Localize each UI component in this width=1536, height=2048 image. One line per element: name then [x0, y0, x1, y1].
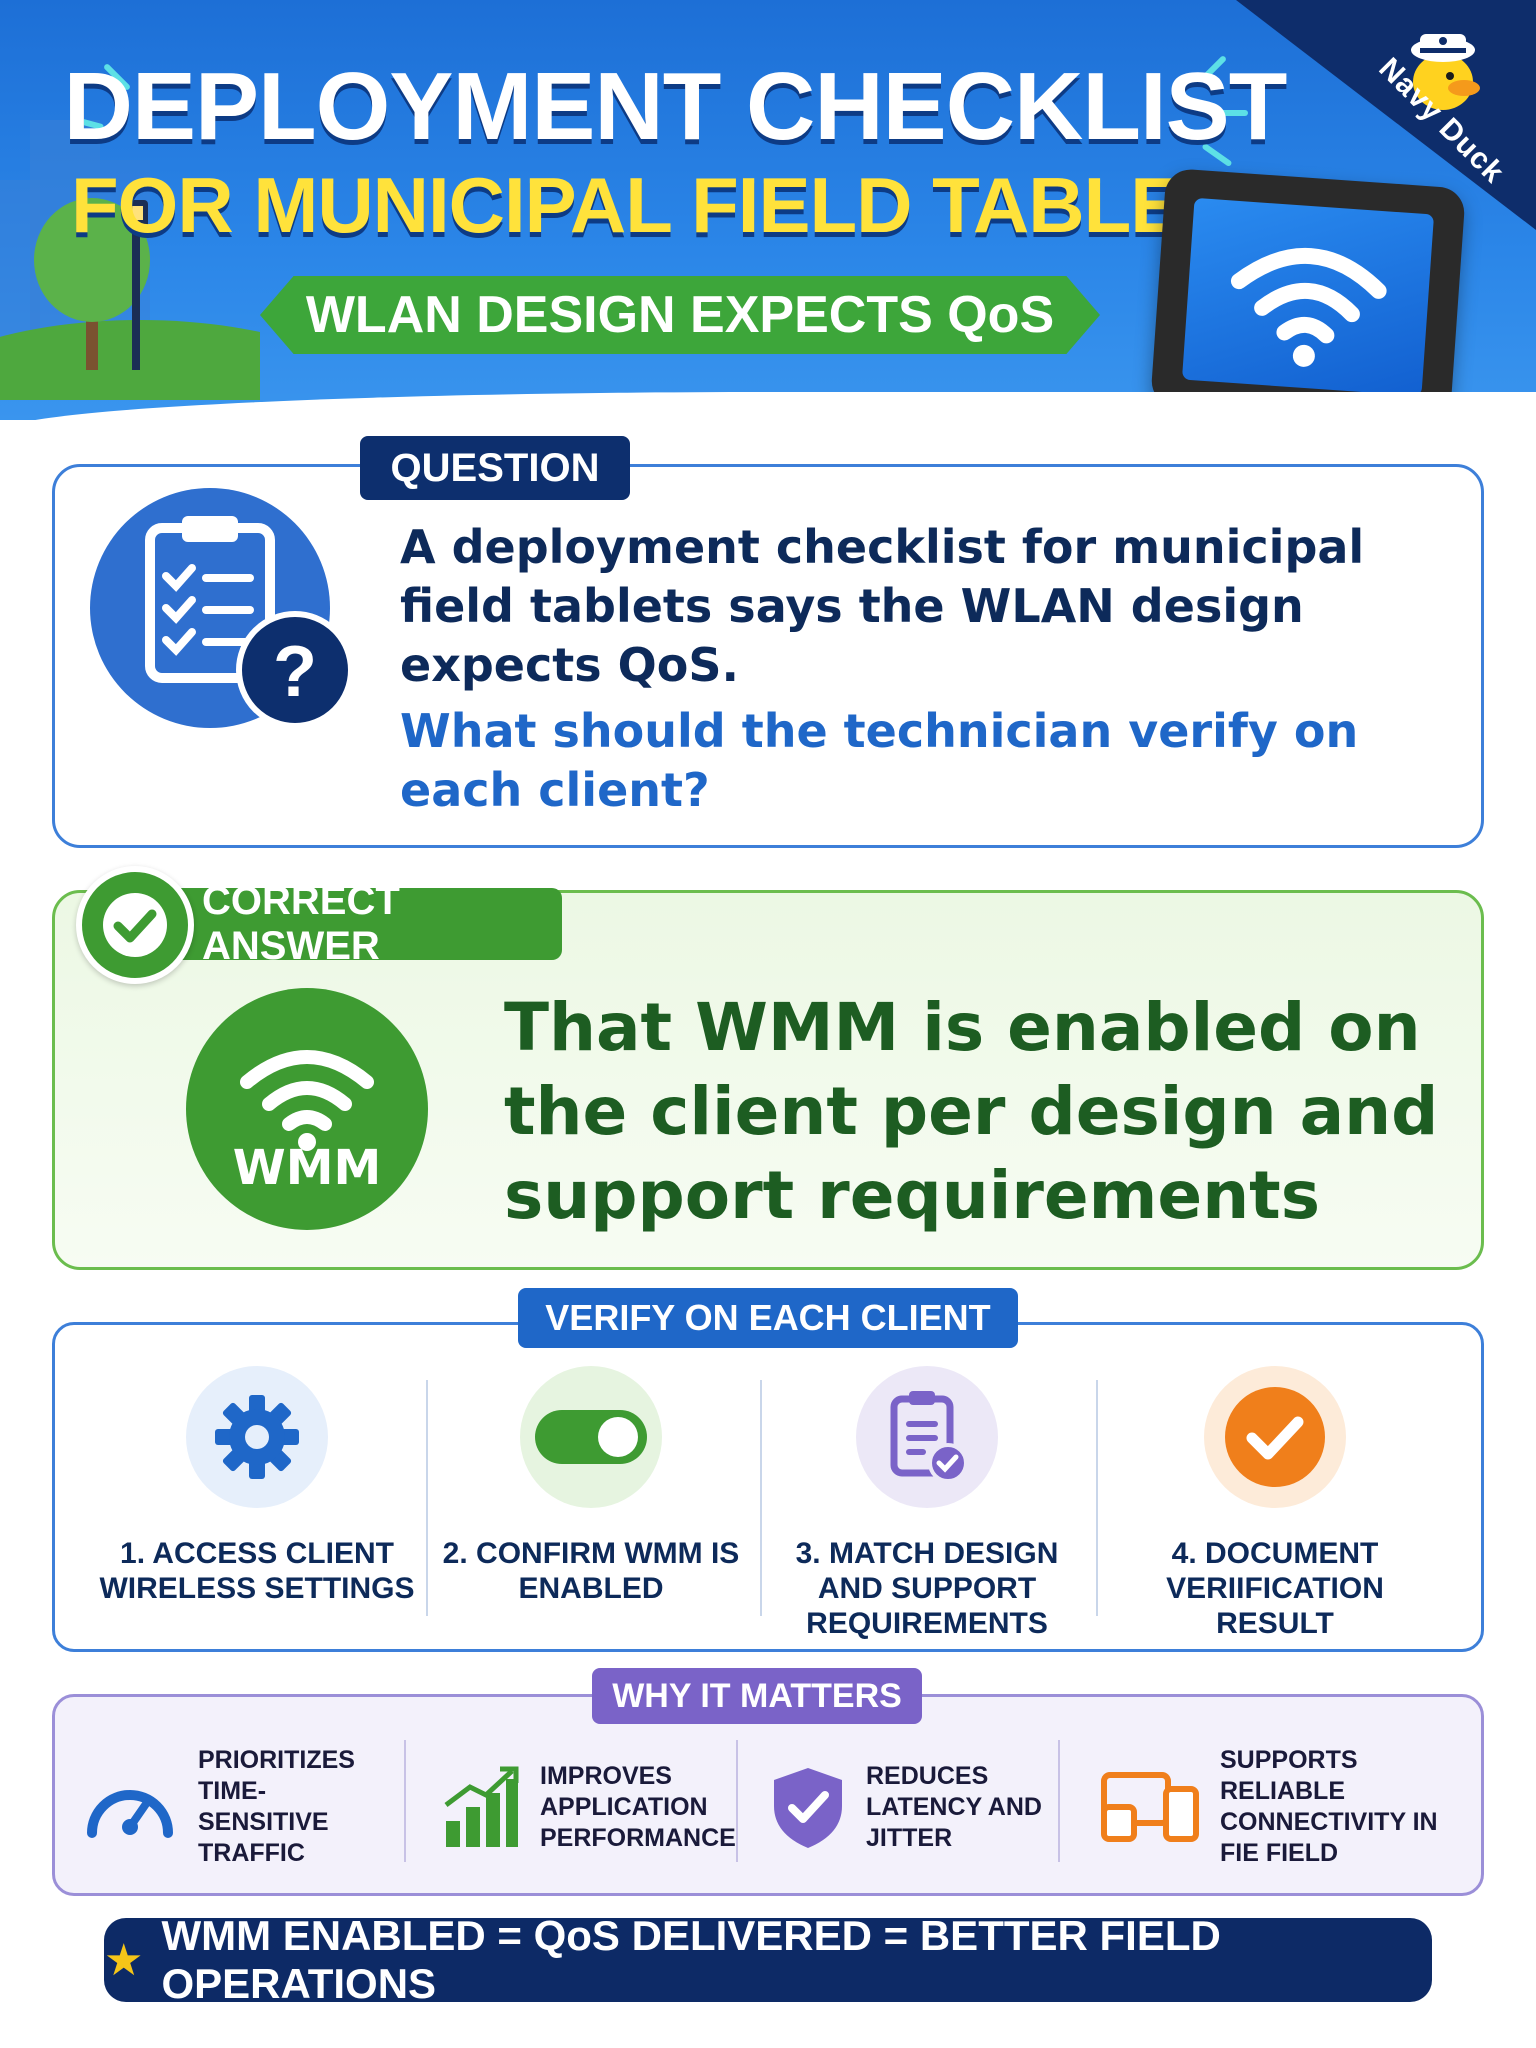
answer-text: That WMM is enabled on the client per de…	[504, 989, 1439, 1234]
divider	[426, 1380, 428, 1616]
page-title: DEPLOYMENT CHECKLIST	[63, 53, 1288, 160]
verify-step-label: 4. DOCUMENT VERIIFICATION RESULT	[1166, 1537, 1384, 1640]
why-card	[52, 1694, 1484, 1896]
bar-chart-icon	[444, 1766, 519, 1847]
wifi-icon	[240, 1050, 374, 1151]
divider	[736, 1740, 738, 1862]
verify-step-label: 3. MATCH DESIGN AND SUPPORT REQUIREMENTS	[795, 1537, 1059, 1640]
why-tag: WHY IT MATTERS	[592, 1668, 922, 1724]
devices-icon	[1101, 1772, 1199, 1842]
check-icon	[76, 866, 194, 984]
shield-check-icon	[774, 1768, 842, 1848]
clipboard-question-icon: ?	[90, 488, 354, 729]
check-circle-icon	[1204, 1366, 1346, 1508]
verify-step: 4. DOCUMENT VERIIFICATION RESULT	[1110, 1366, 1440, 1641]
clipboard-check-icon	[856, 1366, 998, 1508]
star-icon: ★	[104, 1934, 144, 1986]
verify-step-label: 1. ACCESS CLIENT WIRELESS SETTINGS	[99, 1537, 415, 1605]
sparkle-icon	[1214, 110, 1248, 116]
benefit-item: REDUCES LATENCY AND JITTER	[770, 1752, 1070, 1862]
summary-text: WMM ENABLED = QoS DELIVERED = BETTER FIE…	[161, 1912, 1221, 2007]
benefit-item: PRIORITIZES TIME-SENSITIVE TRAFFIC	[82, 1746, 402, 1867]
answer-tag: CORRECT ANSWER	[130, 879, 562, 968]
benefit-item: SUPPORTS RELIABLE CONNECTIVITY IN FIE FI…	[1100, 1746, 1470, 1867]
wmm-badge-label: WMM	[232, 1140, 382, 1196]
benefit-label: IMPROVES APPLICATION PERFORMANCE	[540, 1761, 736, 1852]
divider	[1058, 1740, 1060, 1862]
verify-step-label: 2. CONFIRM WMM IS ENABLED	[442, 1537, 740, 1605]
benefit-label: SUPPORTS RELIABLE CONNECTIVITY IN FIE FI…	[1220, 1746, 1438, 1867]
divider	[1096, 1380, 1098, 1616]
speedometer-icon	[87, 1790, 173, 1838]
benefit-label: PRIORITIZES TIME-SENSITIVE TRAFFIC	[198, 1746, 355, 1867]
verify-step: 1. ACCESS CLIENT WIRELESS SETTINGS	[92, 1366, 422, 1606]
topic-ribbon: WLAN DESIGN EXPECTS QoS	[260, 276, 1100, 354]
wmm-badge	[186, 988, 428, 1230]
verify-step: 2. CONFIRM WMM IS ENABLED	[426, 1366, 756, 1606]
brand-corner	[1236, 0, 1536, 230]
question-statement: A deployment checklist for municipal fie…	[400, 520, 1365, 692]
gear-icon	[186, 1366, 328, 1508]
question-ask: What should the technician verify on eac…	[400, 704, 1359, 817]
verify-step: 3. MATCH DESIGN AND SUPPORT REQUIREMENTS	[762, 1366, 1092, 1641]
tablet-screen	[1181, 197, 1435, 397]
divider	[404, 1740, 406, 1862]
verify-tag: VERIFY ON EACH CLIENT	[518, 1288, 1018, 1348]
summary-banner: ★ WMM ENABLED = QoS DELIVERED = BETTER F…	[104, 1912, 1432, 2007]
benefit-label: REDUCES LATENCY AND JITTER	[866, 1761, 1042, 1852]
svg-text:?: ?	[273, 632, 317, 712]
toggle-icon	[520, 1366, 662, 1508]
divider	[760, 1380, 762, 1616]
wifi-icon	[1230, 248, 1387, 367]
park-illustration-icon	[0, 120, 260, 400]
tablet-illustration	[1150, 167, 1466, 420]
header-banner: DEPLOYMENT CHECKLIST FOR MUNICIPAL FIELD…	[0, 0, 1536, 420]
topic-ribbon-text: WLAN DESIGN EXPECTS QoS	[305, 286, 1055, 344]
duck-mascot-icon	[1411, 34, 1480, 110]
question-tag: QUESTION	[360, 436, 630, 500]
benefit-item: IMPROVES APPLICATION PERFORMANCE	[440, 1752, 740, 1862]
page-subtitle: FOR MUNICIPAL FIELD TABLETS	[71, 161, 1280, 249]
